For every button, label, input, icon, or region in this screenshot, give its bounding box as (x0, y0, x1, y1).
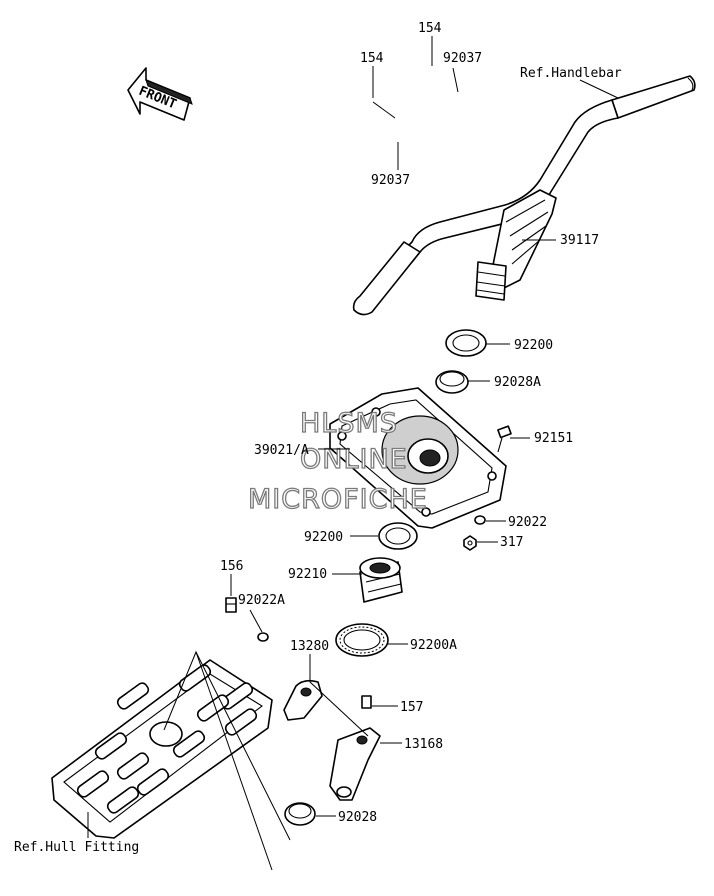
callout-92022A: 92022A (238, 593, 285, 608)
callout-92037-right: 92037 (443, 51, 482, 66)
callout-13280: 13280 (290, 639, 329, 654)
callout-92151: 92151 (534, 431, 573, 446)
callout-13168: 13168 (404, 737, 443, 752)
callout-154-left: 154 (360, 51, 384, 66)
callout-92028A: 92028A (494, 375, 541, 390)
callout-39117: 39117 (560, 233, 599, 248)
bushing-92028A-drawing (435, 370, 469, 394)
seal-92200-drawing (445, 329, 487, 357)
callout-317: 317 (500, 535, 523, 550)
leader-lines (87, 36, 619, 871)
watermark-line-1: HLSMS (300, 408, 398, 439)
watermark-line-2: ONLINE (300, 444, 408, 475)
ref-hull-fitting-label: Ref.Hull Fitting (14, 840, 139, 855)
cover-39117-drawing (475, 189, 557, 301)
bolt-156-drawing (225, 597, 237, 613)
callout-92210: 92210 (288, 567, 327, 582)
callout-92200A: 92200A (410, 638, 457, 653)
front-arrow-icon: FRONT (127, 67, 193, 121)
handlebar-drawing (352, 75, 696, 316)
washer-92022-drawing (474, 515, 486, 525)
callout-92200-lower: 92200 (304, 530, 343, 545)
seal-92200-lower-drawing (378, 522, 418, 550)
ring-92200A-drawing (335, 623, 389, 657)
callout-92037-left: 92037 (371, 173, 410, 188)
arm-13168-drawing (329, 727, 381, 801)
washer-92022A-drawing (257, 632, 269, 642)
callout-39021A: 39021/A (254, 443, 309, 458)
callout-92022: 92022 (508, 515, 547, 530)
arm-13280-drawing (283, 679, 323, 721)
bolt-92151-drawing (497, 425, 512, 453)
callout-157: 157 (400, 700, 423, 715)
watermark: HLSMS ONLINE MICROFICHE (247, 407, 428, 515)
callout-92028: 92028 (338, 810, 377, 825)
callout-92200: 92200 (514, 338, 553, 353)
callout-154-right: 154 (418, 21, 442, 36)
bushing-92028-drawing (284, 802, 316, 826)
hull-fitting-drawing (51, 659, 273, 839)
nut-317-drawing (463, 535, 477, 551)
bolt-157-drawing (361, 695, 372, 709)
callout-156: 156 (220, 559, 243, 574)
watermark-line-3: MICROFICHE (248, 484, 428, 515)
ref-handlebar-label: Ref.Handlebar (520, 66, 622, 81)
plate-39021A-drawing (329, 387, 507, 529)
bushing-92210-drawing (359, 557, 403, 603)
